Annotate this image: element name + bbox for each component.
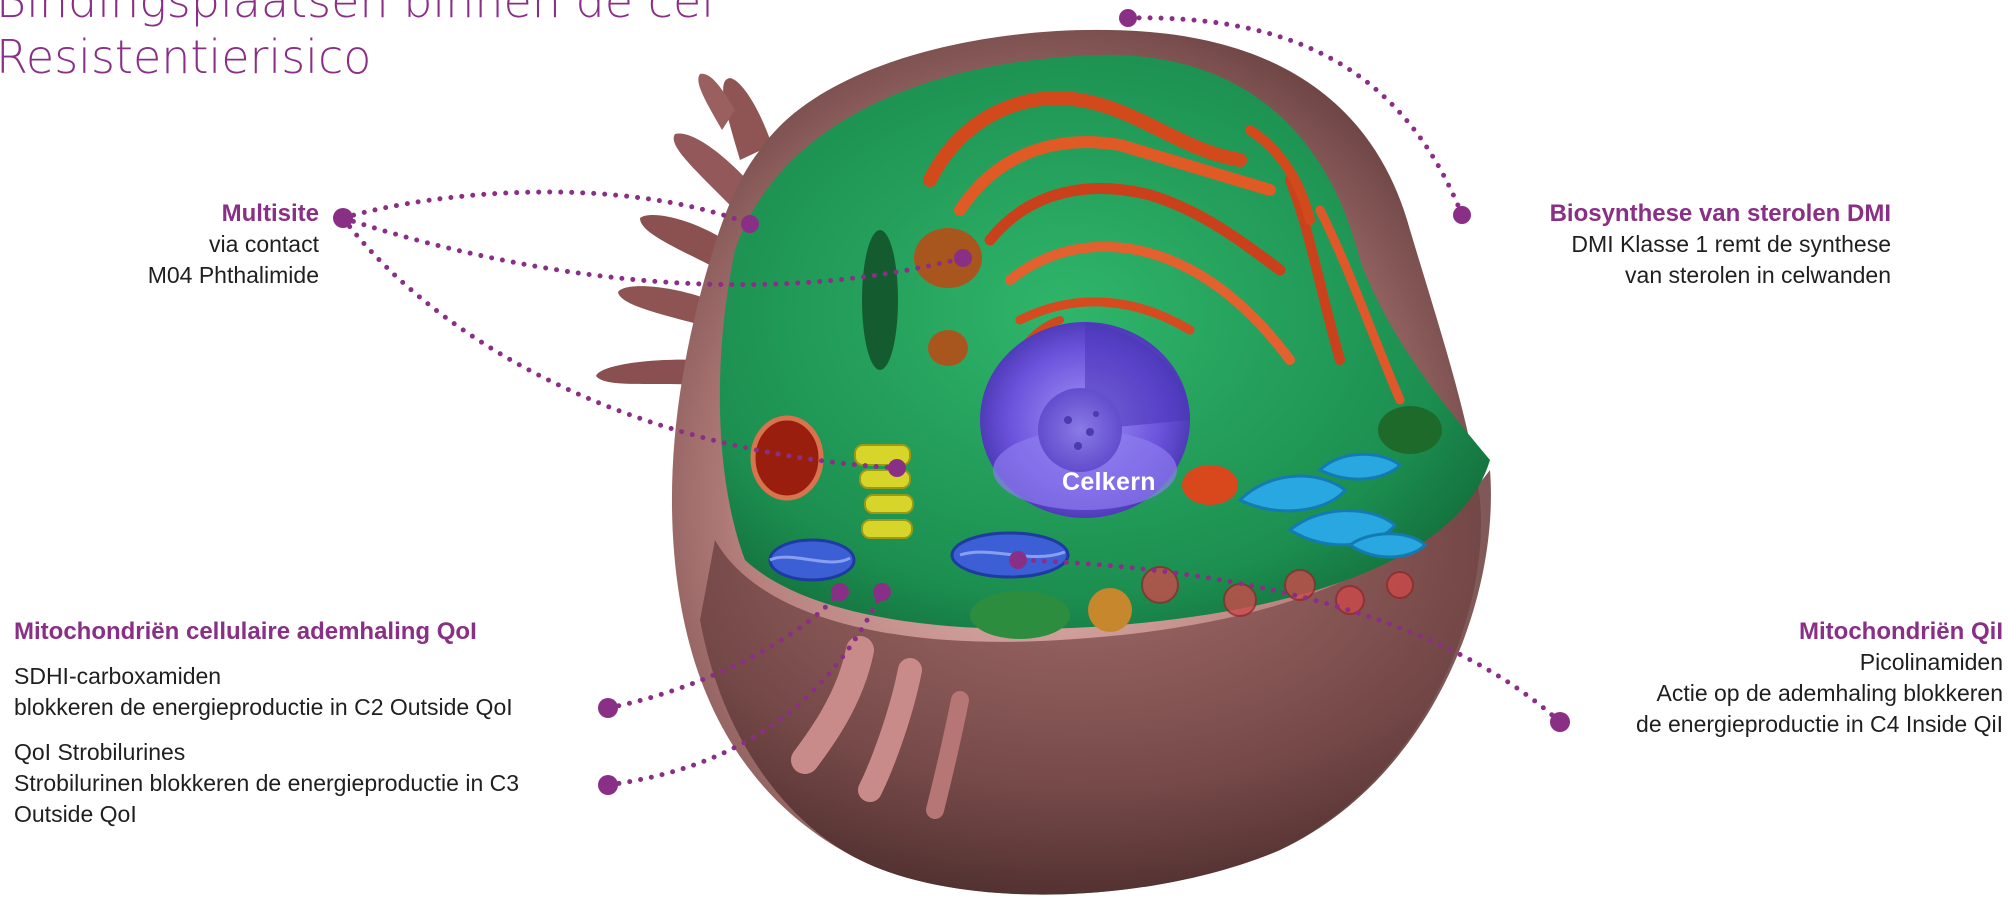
- multisite-heading: Multisite: [148, 198, 319, 229]
- qoi-line2: Strobilurinen blokkeren de energieproduc…: [14, 768, 519, 799]
- nucleus-label: Celkern: [1062, 468, 1156, 497]
- diagram-subtitle: Resistentierisico: [0, 30, 371, 84]
- sdhi-line2: blokkeren de energieproductie in C2 Outs…: [14, 692, 519, 723]
- qoi-line1: QoI Strobilurines: [14, 737, 519, 768]
- mito-right-heading: Mitochondriën QiI: [1636, 616, 2003, 647]
- label-multisite: Multisite via contact M04 Phthalimide: [148, 198, 319, 291]
- dmi-line1: DMI Klasse 1 remt de synthese: [1550, 229, 1891, 260]
- mito-right-line2: Actie op de ademhaling blokkeren: [1636, 678, 2003, 709]
- label-mitochondria-qii: Mitochondriën QiI Picolinamiden Actie op…: [1636, 616, 2003, 740]
- multisite-line1: via contact: [148, 229, 319, 260]
- qoi-line3: Outside QoI: [14, 799, 519, 830]
- label-mitochondria-qoi: Mitochondriën cellulaire ademhaling QoI …: [14, 616, 519, 830]
- mito-left-heading: Mitochondriën cellulaire ademhaling QoI: [14, 616, 519, 647]
- dmi-line2: van sterolen in celwanden: [1550, 260, 1891, 291]
- multisite-line2: M04 Phthalimide: [148, 260, 319, 291]
- diagram-title: Bindingsplaatsen binnen de cel: [0, 0, 714, 28]
- sdhi-line1: SDHI-carboxamiden: [14, 661, 519, 692]
- label-dmi: Biosynthese van sterolen DMI DMI Klasse …: [1550, 198, 1891, 291]
- dmi-heading: Biosynthese van sterolen DMI: [1550, 198, 1891, 229]
- mito-right-line3: de energieproductie in C4 Inside QiI: [1636, 709, 2003, 740]
- mito-right-line1: Picolinamiden: [1636, 647, 2003, 678]
